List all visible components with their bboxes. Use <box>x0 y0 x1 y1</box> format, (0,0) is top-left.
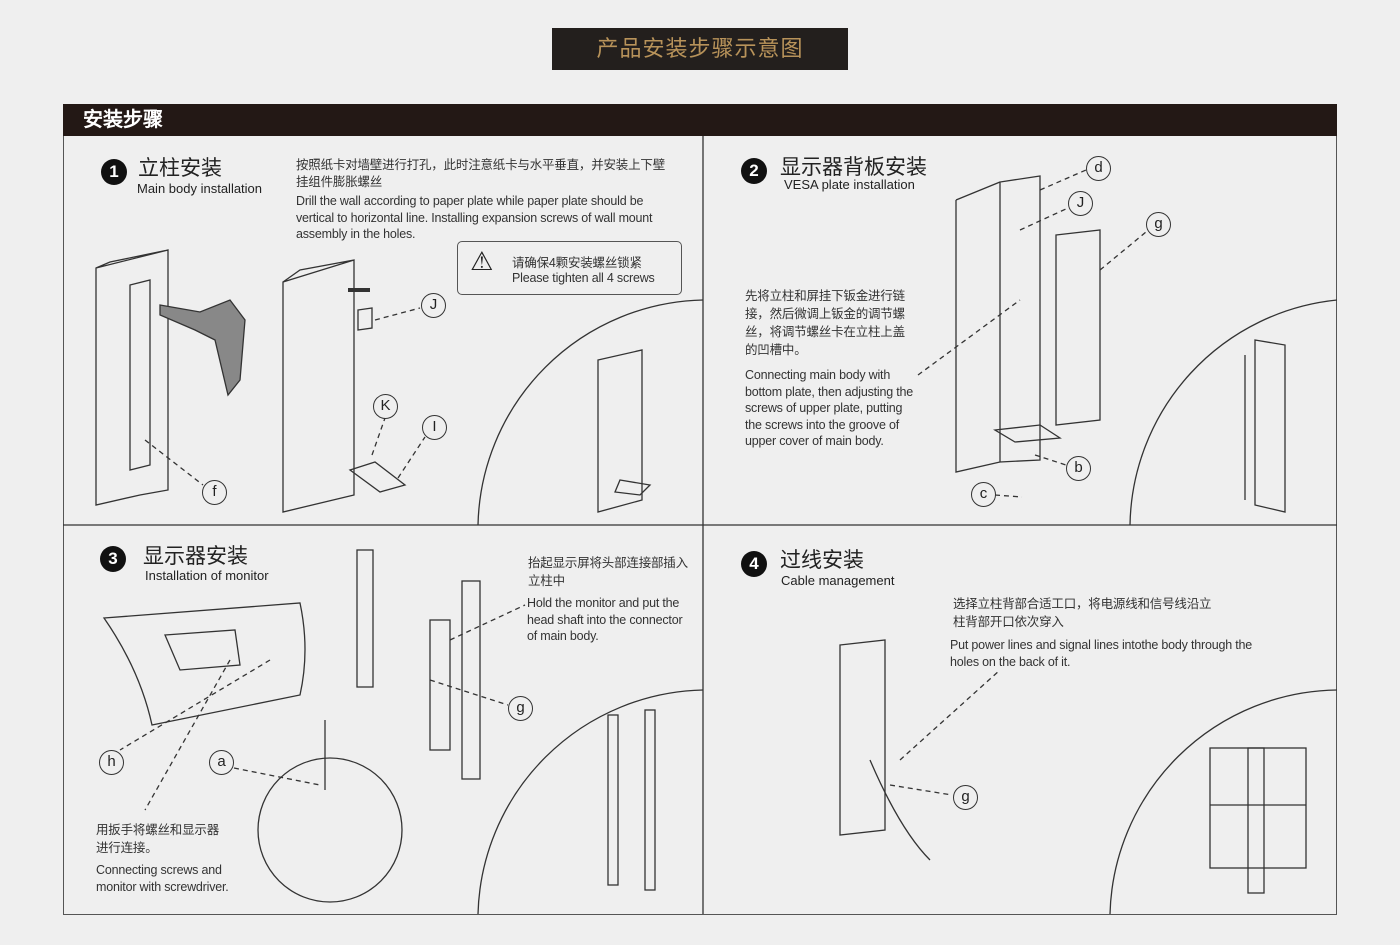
warning-en: Please tighten all 4 screws <box>512 271 655 285</box>
step-4-desc-cn: 选择立柱背部合适工口，将电源线和信号线沿立柱背部开口依次穿入 <box>953 597 1212 629</box>
step-4-desc-en: Put power lines and signal lines intothe… <box>950 638 1253 669</box>
wall-drill-illustration <box>95 249 246 506</box>
page-title: 产品安装步骤示意图 <box>552 28 848 70</box>
callout-h: h <box>99 750 124 775</box>
warning-icon: ⚠ <box>470 246 494 276</box>
step-2-title-en: VESA plate installation <box>784 177 915 192</box>
step-3-desc-cn: 抬起显示屏将头部连接部插入立柱中 <box>528 556 688 588</box>
step-3-desc2-cn: 用扳手将螺丝和显示器进行连接。 <box>96 823 220 855</box>
step-2-desc-cn: 先将立柱和屏挂下钣金进行链接，然后微调上钣金的调节螺丝，将调节螺丝卡在立柱上盖的… <box>745 289 905 357</box>
callout-I: I <box>422 415 447 440</box>
callout-g: g <box>953 785 978 810</box>
callout-b: b <box>1066 456 1091 481</box>
step-1-desc-en: Drill the wall according to paper plate … <box>296 194 653 241</box>
step-3-desc-en: Hold the monitor and put the head shaft … <box>527 596 683 643</box>
detail-arc-3 <box>477 689 704 915</box>
callout-d: d <box>1086 156 1111 181</box>
step-1-number: 1 <box>101 159 127 185</box>
detail-bracket-illustration <box>597 349 652 513</box>
callout-f: f <box>202 480 227 505</box>
detail-arc-4 <box>1109 689 1338 915</box>
panel-header: 安装步骤 <box>63 104 1337 136</box>
step-1-desc-cn: 按照纸卡对墙壁进行打孔，此时注意纸卡与水平垂直，并安装上下壁挂组件膨胀螺丝 <box>296 158 666 189</box>
detail-arc-2 <box>1129 299 1338 526</box>
callout-g: g <box>508 696 533 721</box>
callout-g: g <box>1146 212 1171 237</box>
step-3-desc2-en: Connecting screws and monitor with screw… <box>96 863 229 894</box>
step-3-title-en: Installation of monitor <box>145 568 269 583</box>
cable-management-illustration <box>839 639 1307 894</box>
callout-J: J <box>1068 191 1093 216</box>
step-4-number: 4 <box>741 551 767 577</box>
step-1-title-cn: 立柱安装 <box>138 157 222 180</box>
step-2-title-cn: 显示器背板安装 <box>780 156 927 179</box>
callout-K: K <box>373 394 398 419</box>
detail-arc-1 <box>477 299 704 526</box>
monitor-back-illustration <box>102 602 403 903</box>
vesa-plate-illustration <box>955 175 1286 513</box>
wall-bracket-illustration <box>282 259 407 513</box>
step-2-desc-en: Connecting main body with bottom plate, … <box>745 368 914 448</box>
step-2-number: 2 <box>741 158 767 184</box>
callout-c: c <box>971 482 996 507</box>
step-3-title-cn: 显示器安装 <box>143 545 248 568</box>
step-4-title-en: Cable management <box>781 573 895 588</box>
warning-cn: 请确保4颗安装螺丝锁紧 <box>512 256 642 270</box>
monitor-insert-illustration <box>356 549 656 891</box>
step-1-title-en: Main body installation <box>137 181 263 196</box>
step-3-number: 3 <box>100 546 126 572</box>
callout-a: a <box>209 750 234 775</box>
callout-J: J <box>421 293 446 318</box>
warning-box: ⚠ 请确保4颗安装螺丝锁紧 Please tighten all 4 screw… <box>457 241 682 295</box>
step-4-title-cn: 过线安装 <box>780 549 864 572</box>
